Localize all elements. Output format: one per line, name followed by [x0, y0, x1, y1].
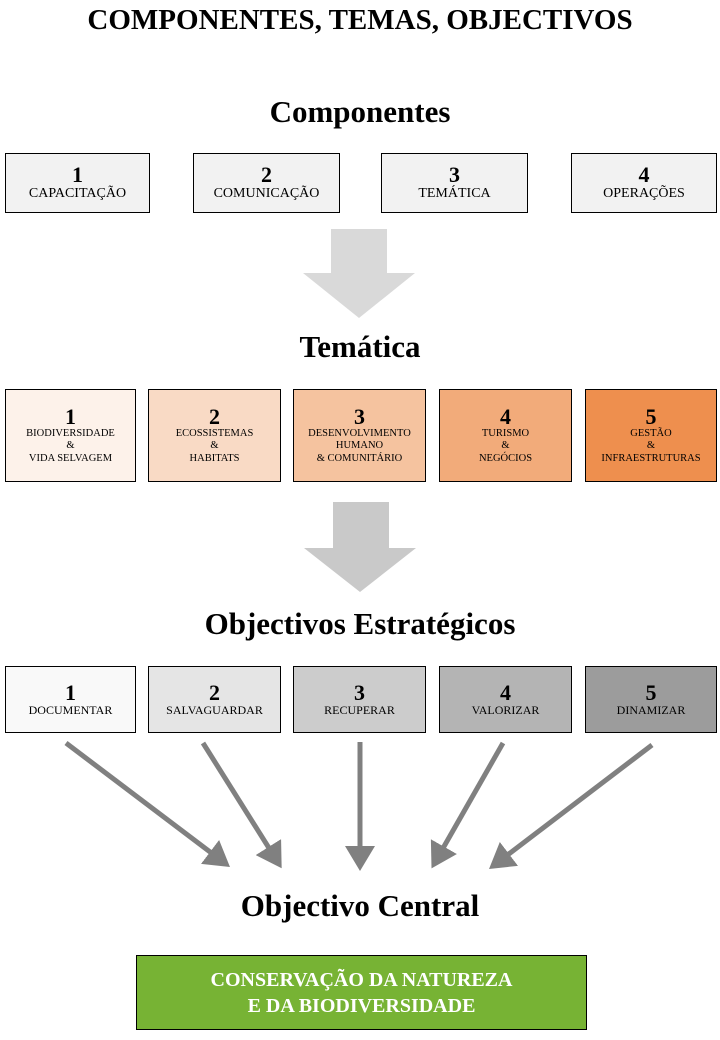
theme-number: 2 [209, 403, 220, 429]
down-arrow-icon [303, 229, 415, 318]
components-heading: Componentes [269, 94, 451, 129]
theme-box: 4 TURISMO & NEGÓCIOS [439, 389, 572, 482]
objective-box: 5 DINAMIZAR [585, 666, 717, 733]
theme-label-line: TURISMO [481, 427, 530, 439]
theme-label-line: ECOSSISTEMAS [175, 427, 254, 439]
objective-label: SALVAGUARDAR [166, 703, 263, 718]
central-objective-line: CONSERVAÇÃO DA NATUREZA [210, 968, 513, 991]
component-label: CAPACITAÇÃO [28, 186, 127, 201]
objective-box: 4 VALORIZAR [439, 666, 572, 733]
theme-box: 2 ECOSSISTEMAS & HABITATS [148, 389, 281, 482]
objectives-heading: Objectivos Estratégicos [204, 606, 516, 641]
arrow-line [430, 741, 506, 869]
component-box: 4 OPERAÇÕES [571, 153, 717, 213]
component-number: 3 [449, 162, 460, 187]
theme-box: 5 GESTÃO & INFRAESTRUTURAS [585, 389, 717, 482]
arrow-line [200, 741, 282, 869]
component-label: OPERAÇÕES [603, 186, 685, 201]
central-heading: Objectivo Central [240, 888, 480, 923]
theme-number: 5 [645, 403, 657, 429]
component-box: 1 CAPACITAÇÃO [5, 153, 150, 213]
arrow-line [64, 741, 230, 868]
central-objective-box: CONSERVAÇÃO DA NATUREZA E DA BIODIVERSID… [136, 955, 587, 1030]
objective-label: RECUPERAR [324, 703, 395, 718]
component-number: 2 [261, 162, 272, 187]
component-number: 1 [72, 162, 83, 187]
theme-label-line: & [646, 440, 656, 452]
theme-label-line: INFRAESTRUTURAS [601, 452, 701, 464]
theme-label-line: BIODIVERSIDADE [26, 427, 115, 439]
component-label: COMUNICAÇÃO [213, 186, 320, 201]
theme-label-line: NEGÓCIOS [478, 452, 533, 464]
component-box: 2 COMUNICAÇÃO [193, 153, 340, 213]
theme-box: 3 DESENVOLVIMENTO HUMANO & COMUNITÁRIO [293, 389, 426, 482]
objective-label: DOCUMENTAR [28, 703, 113, 718]
theme-label-line: GESTÃO [630, 427, 672, 439]
central-objective-line: E DA BIODIVERSIDADE [247, 994, 476, 1017]
theme-label-line: & COMUNITÁRIO [316, 452, 403, 464]
theme-label-line: DESENVOLVIMENTO [308, 427, 411, 439]
theme-number: 3 [354, 403, 365, 429]
component-box: 3 TEMÁTICA [381, 153, 528, 213]
theme-label-line: HUMANO [335, 440, 384, 452]
objective-label: VALORIZAR [471, 703, 540, 718]
component-number: 4 [638, 162, 650, 187]
down-arrow-icon [304, 502, 416, 592]
objective-box: 2 SALVAGUARDAR [148, 666, 281, 733]
objective-number: 4 [500, 680, 511, 706]
theme-box: 1 BIODIVERSIDADE & VIDA SELVAGEM [5, 389, 136, 482]
theme-label-line: HABITATS [189, 452, 240, 464]
themes-heading: Temática [299, 329, 421, 364]
objective-box: 1 DOCUMENTAR [5, 666, 136, 733]
theme-label-line: VIDA SELVAGEM [28, 452, 113, 464]
theme-label-line: & [66, 440, 75, 452]
objective-number: 2 [209, 680, 220, 706]
objective-box: 3 RECUPERAR [293, 666, 426, 733]
theme-number: 1 [65, 403, 76, 429]
objective-number: 5 [645, 680, 657, 706]
objective-label: DINAMIZAR [616, 703, 686, 718]
theme-label-line: & [210, 440, 219, 452]
theme-number: 4 [500, 403, 511, 429]
component-label: TEMÁTICA [418, 186, 491, 201]
page-title: COMPONENTES, TEMAS, OBJECTIVOS [87, 4, 633, 36]
theme-label-line: & [501, 440, 510, 452]
arrow-line [489, 743, 654, 870]
objective-number: 1 [65, 680, 76, 706]
objective-number: 3 [354, 680, 365, 706]
